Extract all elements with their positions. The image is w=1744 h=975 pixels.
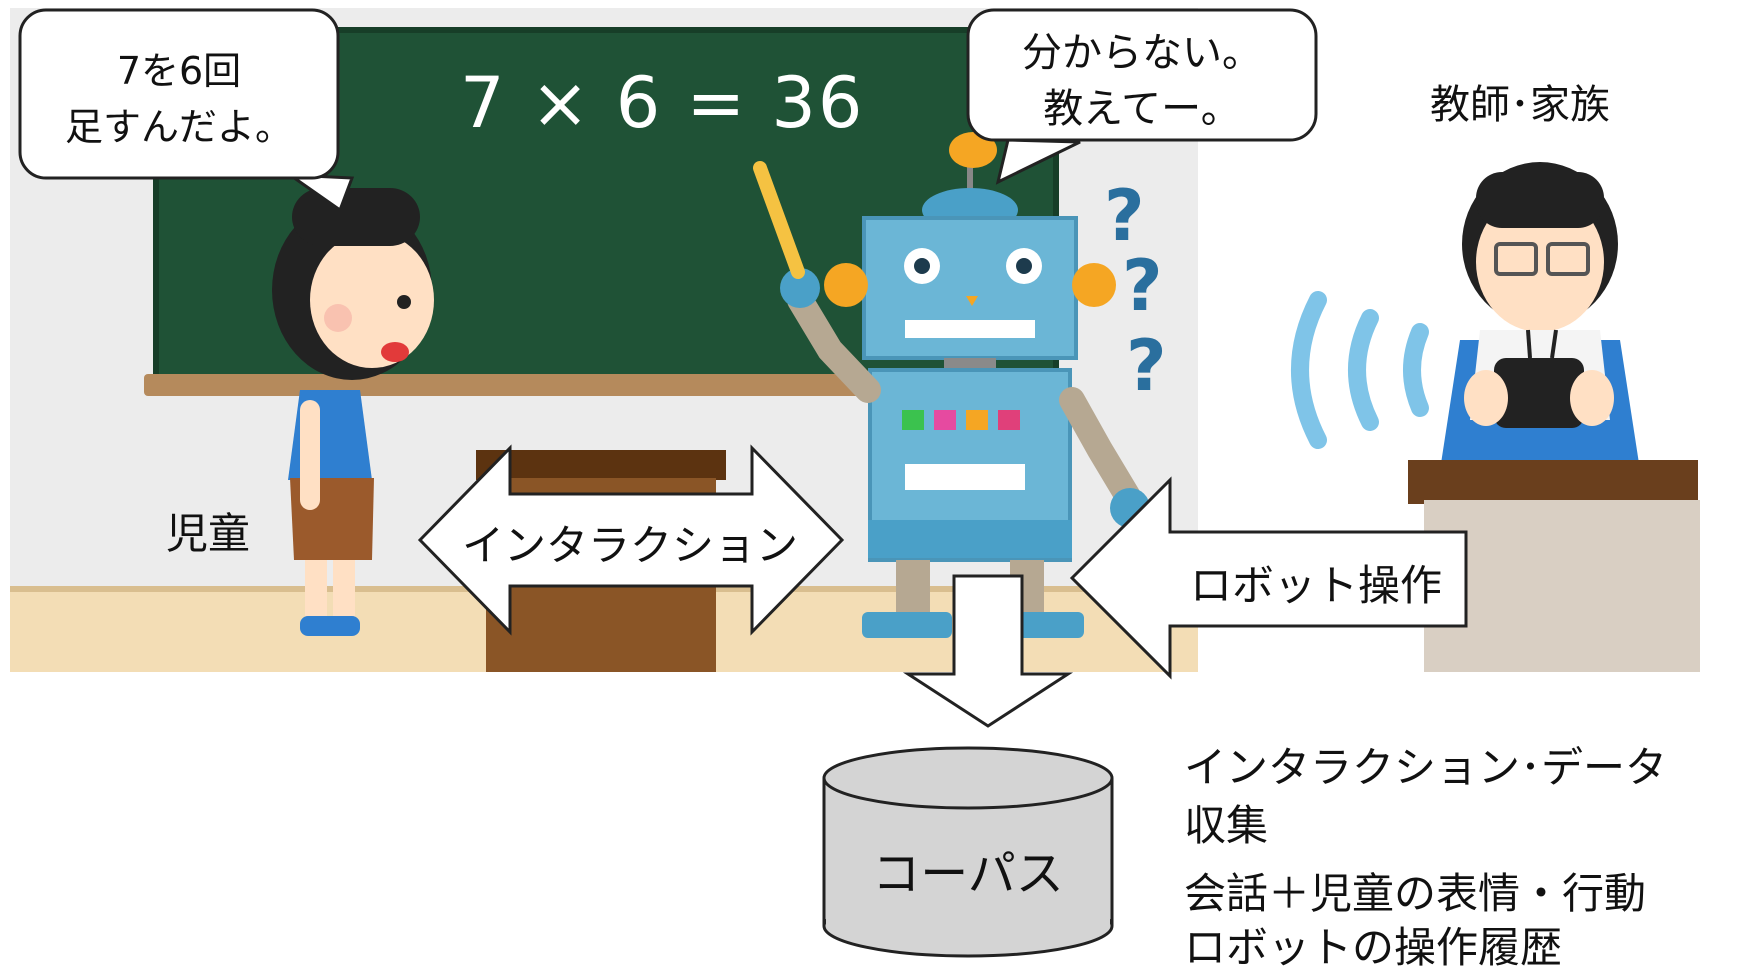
robot-antenna-ball	[949, 132, 997, 168]
question-mark-icon: ?	[1104, 175, 1145, 257]
teacher-fringe	[1476, 172, 1604, 228]
child-speech-line1: 7を6回	[116, 49, 242, 93]
note-line1: インタラクション･データ	[1184, 743, 1668, 792]
question-mark-icon: ?	[1122, 245, 1163, 327]
robot-operation-label: ロボット操作	[1189, 561, 1442, 610]
robot-nose	[966, 296, 978, 306]
robot-ear	[824, 263, 868, 307]
note-line4: ロボットの操作履歴	[1184, 923, 1563, 972]
child-face	[310, 232, 434, 368]
bubble-body	[966, 8, 1318, 142]
teacher-glasses	[1546, 242, 1590, 276]
robot-button	[934, 410, 956, 430]
teacher-hand	[1464, 370, 1508, 426]
teacher-glasses	[1494, 242, 1538, 276]
child-speech-line2: 足すんだよ。	[64, 105, 293, 149]
teacher-desk-body	[1424, 500, 1700, 672]
cylinder-top	[822, 746, 1114, 810]
teacher-desk-top	[1408, 460, 1698, 504]
robot-pupil	[1016, 258, 1032, 274]
bubble-body	[18, 8, 340, 180]
robot-pupil	[914, 258, 930, 274]
robot-base	[868, 520, 1072, 558]
robot-button	[998, 410, 1020, 430]
desk-top	[476, 450, 726, 480]
child-mouth	[381, 342, 409, 362]
child-leg	[333, 560, 355, 620]
robot-speech-line1: 分からない。	[1022, 30, 1262, 76]
child-shoes	[300, 616, 360, 636]
child-label: 児童	[166, 509, 251, 558]
question-mark-icon: ?	[1126, 325, 1167, 407]
robot-operation-arrow	[1069, 476, 1468, 680]
robot-arm	[787, 287, 881, 403]
wave-arc	[1348, 309, 1379, 431]
blackboard-equation: 7 × 6 = 36	[460, 62, 865, 144]
teacher-figure	[1440, 162, 1640, 470]
interaction-arrow-label: インタラクション	[461, 521, 798, 570]
pointer-stick	[753, 161, 805, 279]
chalk-tray	[144, 374, 1064, 396]
controller-antenna	[1526, 329, 1532, 359]
down-arrow	[902, 574, 1074, 728]
interaction-double-arrow	[417, 444, 845, 636]
teacher-label: 教師･家族	[1430, 82, 1610, 128]
corpus-database-icon	[822, 746, 1114, 958]
robot-button	[966, 410, 988, 430]
robot-figure	[753, 132, 1150, 638]
child-speech-bubble	[18, 8, 355, 213]
robot-hand	[780, 268, 820, 308]
wave-arc	[1291, 291, 1327, 449]
robot-foot	[862, 612, 952, 638]
note-line2: 収集	[1184, 801, 1269, 850]
child-eye	[397, 295, 411, 309]
robot-button	[902, 410, 924, 430]
robot-ear	[1072, 263, 1116, 307]
robot-speech-line2: 教えてー。	[1043, 86, 1241, 132]
child-cheek	[324, 304, 352, 332]
corpus-label: コーパス	[872, 846, 1064, 902]
controller-icon	[1494, 358, 1584, 428]
teacher-hand	[1570, 370, 1614, 426]
child-figure	[272, 188, 434, 636]
robot-leg	[896, 560, 930, 616]
wireless-signal-icon	[1291, 291, 1429, 449]
robot-mouth	[905, 320, 1035, 338]
controller-antenna	[1550, 329, 1558, 359]
child-fringe	[292, 188, 420, 246]
robot-panel	[905, 464, 1025, 490]
child-arm	[300, 400, 320, 510]
robot-speech-bubble	[966, 8, 1318, 185]
wave-arc	[1403, 323, 1429, 417]
note-line3: 会話＋児童の表情・行動	[1184, 869, 1647, 918]
child-leg	[305, 560, 327, 620]
robot-arm	[1059, 387, 1143, 513]
